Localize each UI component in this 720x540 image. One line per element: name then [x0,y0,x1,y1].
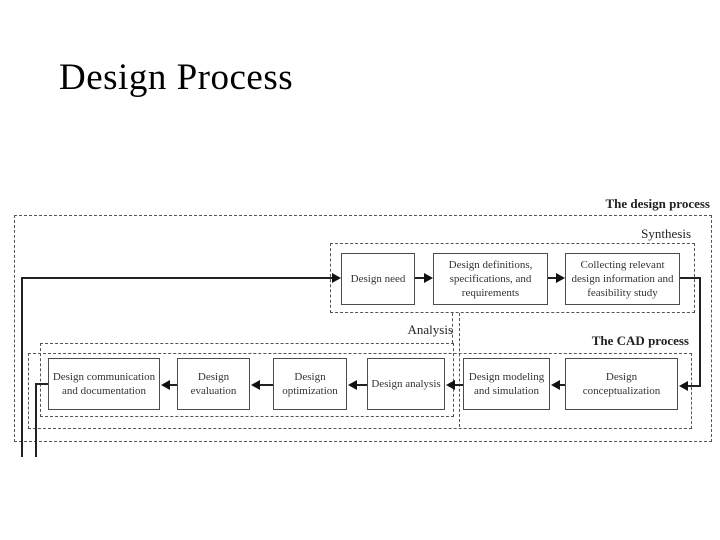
arrow-into-definitions-icon [424,273,433,283]
box-design-modeling: Design modeling and simulation [463,358,550,410]
arrow-into-collecting-icon [556,273,565,283]
right-connector-vertical [699,277,701,387]
slide-title: Design Process [59,57,294,98]
box-design-definitions: Design definitions, specifications, and … [433,253,548,305]
communication-exit-line-horizontal [35,383,48,385]
box-design-optimization: Design optimization [273,358,347,410]
communication-exit-line-vertical [35,383,37,457]
connector-definitions-to-collecting [548,277,558,279]
box-design-need: Design need [341,253,415,305]
design-process-region-box [14,215,712,442]
box-design-evaluation: Design evaluation [177,358,250,410]
box-collecting-information: Collecting relevant design information a… [565,253,680,305]
right-connector-bottom [688,385,701,387]
arrow-into-communication-icon [161,380,170,390]
arrow-into-conceptualization-icon [679,381,688,391]
connector-evaluation-to-communication [163,384,177,386]
feedback-line-horizontal [21,277,332,279]
box-design-conceptualization: Design conceptualization [565,358,678,410]
arrow-into-analysis-icon [446,380,455,390]
design-process-region-label: The design process [605,196,711,211]
box-design-analysis: Design analysis [367,358,445,410]
connector-analysis-to-optimization [350,384,367,386]
arrow-into-modeling-icon [551,380,560,390]
right-connector-top [680,277,701,279]
arrow-into-optimization-icon [348,380,357,390]
cad-process-region-box [28,353,692,429]
arrow-into-evaluation-icon [251,380,260,390]
arrow-into-design-need-icon [332,273,341,283]
analysis-region-label: Analysis [407,322,454,337]
cad-divider-line [459,313,460,427]
feedback-line-vertical [21,277,23,457]
box-design-communication: Design communication and documentation [48,358,160,410]
analysis-divider-line [452,313,453,343]
cad-process-region-label: The CAD process [591,333,689,348]
connector-need-to-definitions [415,277,426,279]
connector-optimization-to-evaluation [253,384,273,386]
synthesis-region-label: Synthesis [641,226,691,241]
connector-modeling-to-analysis [448,384,463,386]
